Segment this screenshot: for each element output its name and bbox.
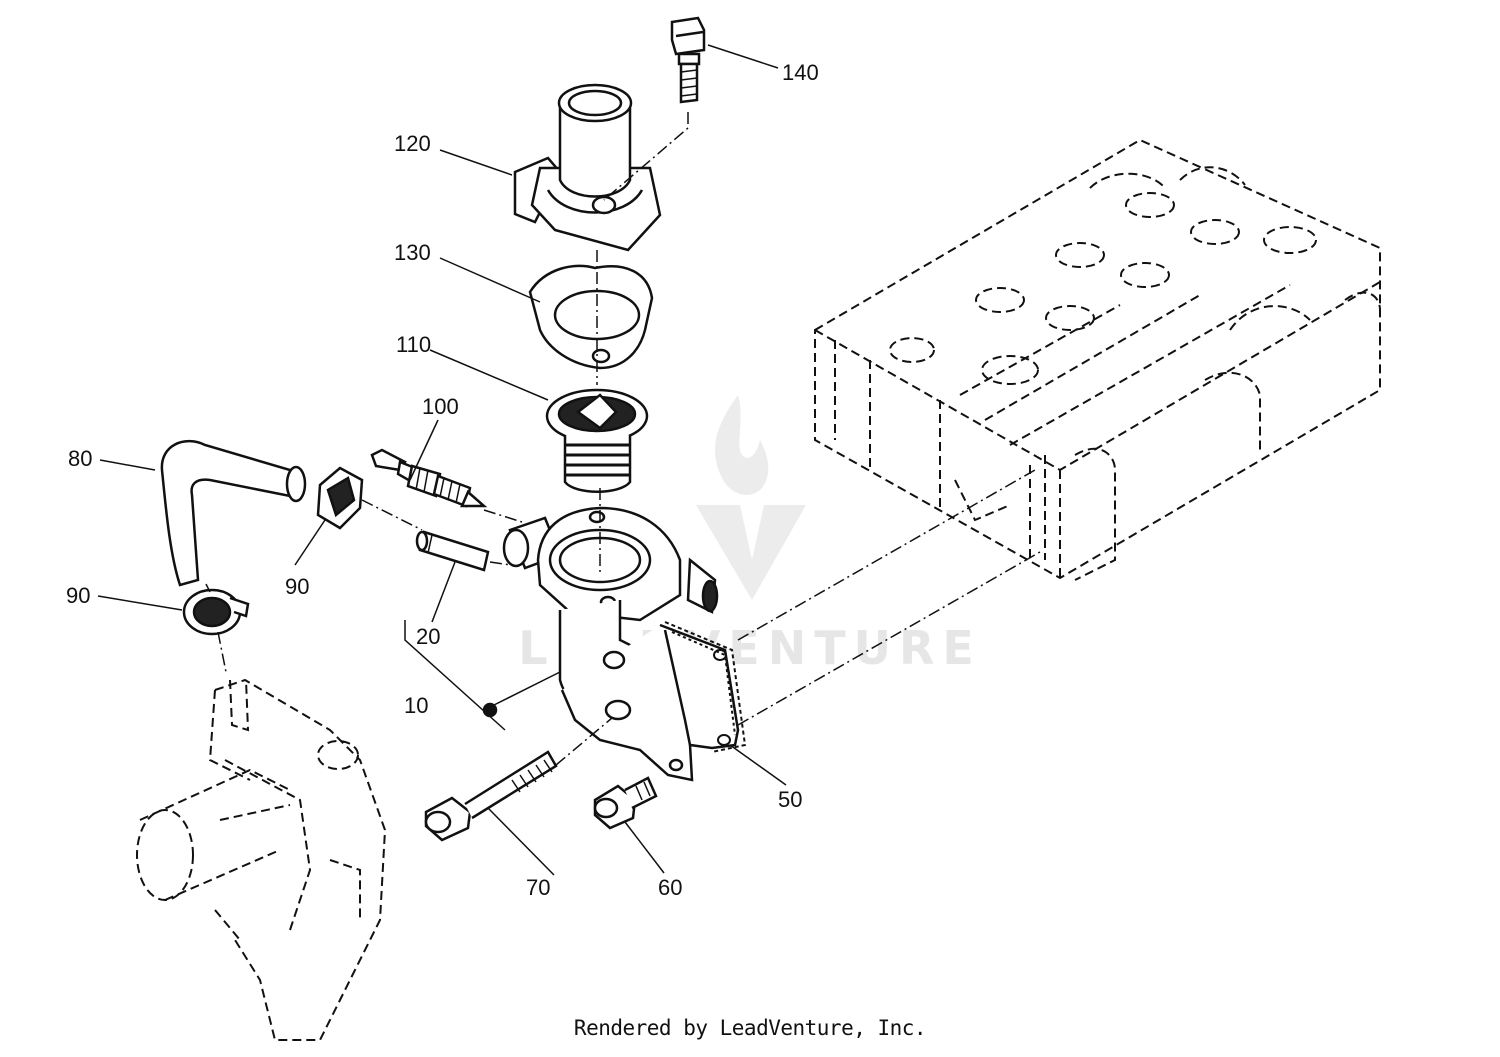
part-120-thermostat-cover [513,83,662,252]
callout-20: 20 [416,624,440,649]
callout-60: 60 [658,875,682,900]
part-20-pipe [415,530,490,572]
leader-lines [97,44,787,876]
callout-120: 120 [394,131,431,156]
part-100-temperature-sender [370,448,488,508]
assembly-centerlines [205,112,1041,766]
callout-80: 80 [68,446,92,471]
footer-credit: Rendered by LeadVenture, Inc. [573,1016,927,1040]
callout-100: 100 [422,394,459,419]
part-90-hose-clamp-lower [182,588,250,636]
part-140-bolt [670,16,706,104]
part-10-thermostat-housing [482,506,740,782]
part-130-gasket [528,264,654,370]
callout-140: 140 [782,60,819,85]
part-110-thermostat [545,388,649,493]
water-pump-outline [136,678,387,1041]
cylinder-head-outline [814,138,1381,581]
callout-90-upper: 90 [285,574,309,599]
part-90-hose-clamp-upper [316,466,364,530]
watermark-flame-icon [715,395,769,495]
callout-labels: 140 120 130 110 100 80 90 90 20 10 50 70… [66,60,819,900]
part-50-housing-gasket [664,621,747,753]
part-80-bypass-hose [160,439,307,587]
callout-90-lower: 90 [66,583,90,608]
callout-10: 10 [404,693,428,718]
part-70-long-bolt [424,750,558,842]
callout-130: 130 [394,240,431,265]
callout-50: 50 [778,787,802,812]
part-60-short-bolt [593,776,658,830]
callout-70: 70 [526,875,550,900]
watermark-v-icon [696,505,806,600]
callout-110: 110 [396,332,431,357]
